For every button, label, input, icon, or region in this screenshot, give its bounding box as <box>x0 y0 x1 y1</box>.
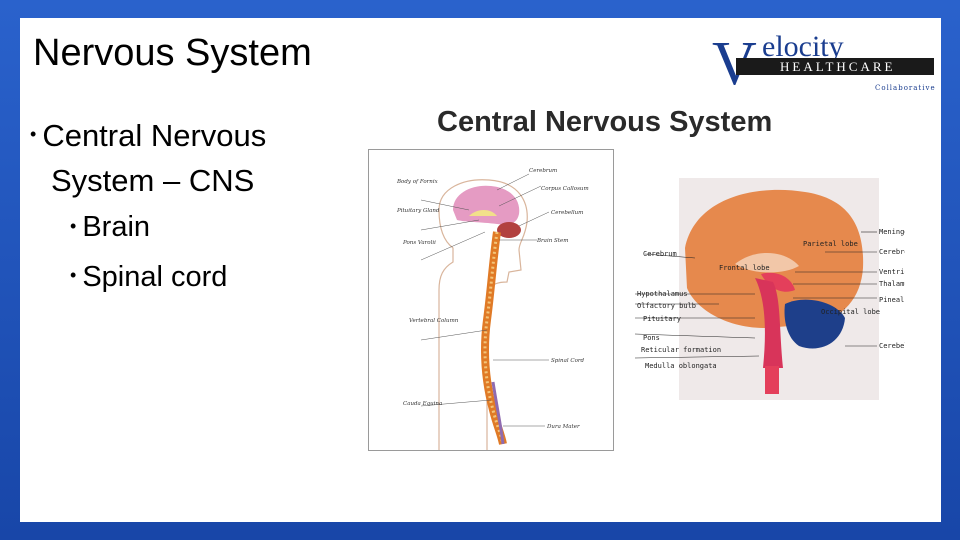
bullet-text: Spinal cord <box>82 261 227 293</box>
svg-text:Hypothalamus: Hypothalamus <box>637 290 688 298</box>
svg-text:Cauda Equina: Cauda Equina <box>403 401 442 407</box>
svg-text:Pons Varolii: Pons Varolii <box>402 240 436 246</box>
bullet-level-2: •Spinal cord <box>30 252 370 303</box>
svg-text:Reticular formation: Reticular formation <box>641 346 721 354</box>
velocity-healthcare-logo: V elocity HEALTHCARE Collaborative <box>710 26 935 106</box>
svg-text:Thalamus: Thalamus <box>879 280 905 288</box>
svg-text:Cerebrum: Cerebrum <box>643 250 677 258</box>
logo-band: HEALTHCARE <box>780 59 895 74</box>
figure-heading: Central Nervous System <box>437 106 772 139</box>
svg-text:Dura Mater: Dura Mater <box>546 424 580 430</box>
bullet-text: Brain <box>82 211 150 243</box>
bullet-level-2: •Brain <box>30 202 370 253</box>
bullet-level-1: •Central Nervous System – CNS <box>30 114 370 202</box>
svg-text:Pituitary: Pituitary <box>643 315 681 323</box>
slide-title: Nervous System <box>33 32 312 75</box>
svg-text:Pituitary Gland: Pituitary Gland <box>396 208 440 214</box>
brain-sagittal-illustration: Cerebrum Parietal lobe Frontal lobe Hypo… <box>615 178 905 400</box>
svg-text:Pineal body: Pineal body <box>879 296 905 304</box>
svg-text:Cerebellum: Cerebellum <box>879 342 905 350</box>
svg-text:Corpus Callosum: Corpus Callosum <box>541 186 589 192</box>
bullet-list: •Central Nervous System – CNS •Brain •Sp… <box>30 114 370 303</box>
svg-text:Meninges: Meninges <box>879 228 905 236</box>
svg-text:Medulla oblongata: Medulla oblongata <box>645 362 717 370</box>
svg-text:Ventricle: Ventricle <box>879 268 905 276</box>
svg-text:Spinal Cord: Spinal Cord <box>551 358 585 364</box>
svg-text:Cerebrospinal fluid: Cerebrospinal fluid <box>879 248 905 256</box>
svg-text:Pons: Pons <box>643 334 660 342</box>
svg-text:Occipital lobe: Occipital lobe <box>821 308 880 316</box>
svg-text:Cerebrum: Cerebrum <box>529 168 557 174</box>
svg-text:Olfactory bulb: Olfactory bulb <box>637 302 696 310</box>
svg-text:Vertebral Column: Vertebral Column <box>409 318 459 324</box>
svg-text:Cerebellum: Cerebellum <box>551 210 583 216</box>
body-spine-illustration: Cerebrum Body of Fornix Corpus Callosum … <box>368 149 614 451</box>
logo-tagline: Collaborative <box>875 84 935 92</box>
svg-text:Brain Stem: Brain Stem <box>536 238 568 244</box>
svg-text:Frontal lobe: Frontal lobe <box>719 264 770 272</box>
bullet-text: Central Nervous System – CNS <box>42 118 266 198</box>
svg-text:Body of Fornix: Body of Fornix <box>396 179 439 185</box>
svg-text:Parietal lobe: Parietal lobe <box>803 240 858 248</box>
slide: Nervous System V elocity HEALTHCARE Coll… <box>20 18 941 522</box>
